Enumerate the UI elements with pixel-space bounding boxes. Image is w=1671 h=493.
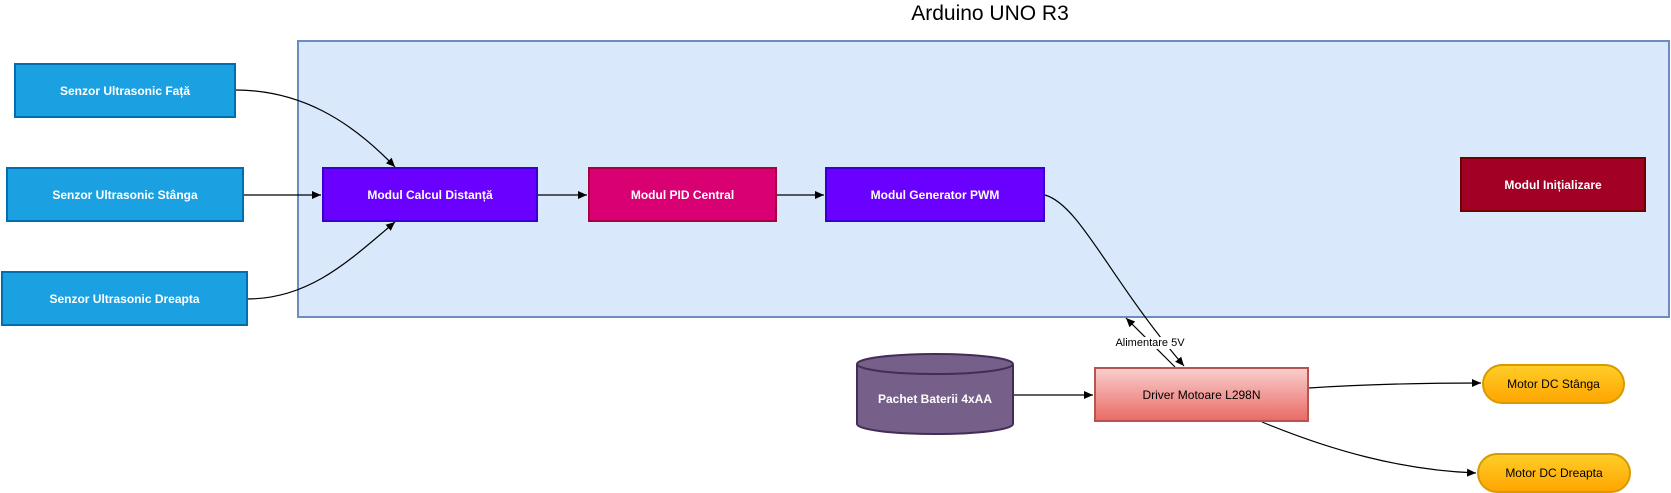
battery-node-label[interactable]: Pachet Baterii 4xAA	[877, 392, 993, 406]
distance-module-node[interactable]: Modul Calcul Distanță	[322, 167, 538, 222]
sensor-right-node[interactable]: Senzor Ultrasonic Dreapta	[1, 271, 248, 326]
edge-right-to-distance	[246, 221, 396, 300]
motor-right-node[interactable]: Motor DC Dreapta	[1477, 453, 1631, 493]
init-module-node[interactable]: Modul Inițializare	[1460, 157, 1646, 212]
edge-driver-to-motor-left	[1308, 379, 1482, 389]
pid-module-node[interactable]: Modul PID Central	[588, 167, 777, 222]
edge-front-to-distance	[234, 89, 396, 168]
power-edge-label: Alimentare 5V	[1110, 337, 1190, 349]
driver-node[interactable]: Driver Motoare L298N	[1094, 367, 1309, 422]
battery-cylinder	[856, 353, 1014, 435]
edge-driver-to-motor-right	[1261, 421, 1477, 477]
pwm-module-node[interactable]: Modul Generator PWM	[825, 167, 1045, 222]
motor-left-node[interactable]: Motor DC Stânga	[1482, 364, 1625, 404]
sensor-front-node[interactable]: Senzor Ultrasonic Față	[14, 63, 236, 118]
container-title: Arduino UNO R3	[911, 2, 1069, 25]
edge-pwm-to-driver	[1044, 194, 1185, 367]
sensor-left-node[interactable]: Senzor Ultrasonic Stânga	[6, 167, 244, 222]
